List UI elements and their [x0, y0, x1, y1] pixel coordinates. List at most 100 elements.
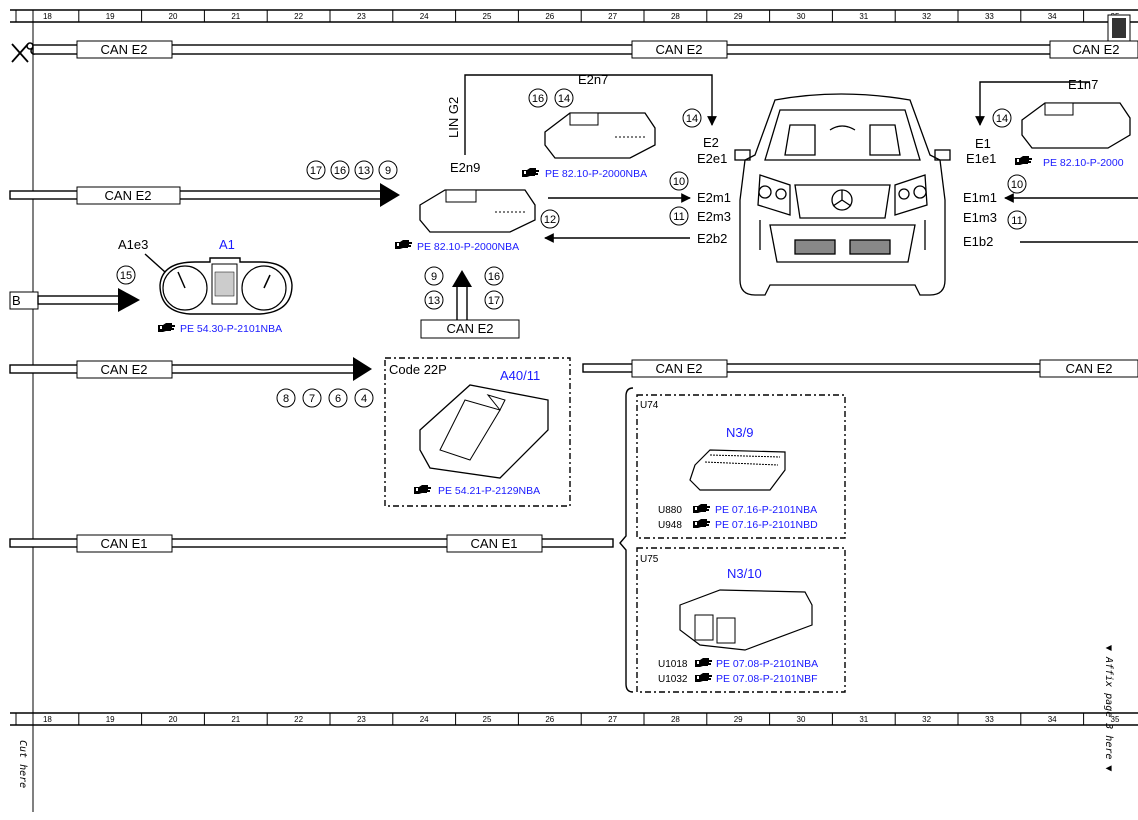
ruler-column-label: 23	[357, 715, 366, 724]
e1-signal-lines: E1n7	[975, 77, 1138, 243]
svg-text:14: 14	[686, 113, 698, 125]
pointing-hand-icon	[695, 673, 712, 682]
e1-pin-labels: E1 E1e1 E1m1 E1m3 E1b2	[963, 136, 997, 249]
pointing-hand-icon	[693, 519, 710, 528]
svg-text:U75: U75	[640, 554, 659, 565]
can-e2-vertical: CAN E2	[420, 270, 520, 339]
svg-text:10: 10	[1011, 179, 1023, 191]
bracket	[619, 387, 634, 693]
svg-text:E2m1: E2m1	[697, 190, 731, 205]
ruler-column-label: 19	[106, 12, 115, 21]
svg-text:12: 12	[544, 214, 556, 226]
svg-text:15: 15	[120, 270, 132, 282]
circle-group-e2-right: 10 11 12	[540, 171, 689, 229]
e2n7-ref[interactable]: PE 82.10-P-2000NBA	[522, 168, 647, 180]
svg-text:4: 4	[361, 393, 367, 405]
ruler-column-label: 20	[169, 715, 178, 724]
instrument-cluster-a1: A1e3 A1	[118, 237, 293, 315]
lin-g2-line: LIN G2 E2n7	[446, 72, 717, 155]
can-e2-label: CAN E2	[101, 42, 148, 57]
pointing-hand-icon	[522, 168, 539, 177]
ruler-column-label: 19	[106, 715, 115, 724]
svg-text:CAN E2: CAN E2	[1066, 361, 1113, 376]
svg-text:PE 82.10-P-2000NBA: PE 82.10-P-2000NBA	[417, 241, 519, 253]
pointing-hand-icon	[395, 240, 412, 249]
svg-text:9: 9	[431, 271, 437, 283]
a1-ref[interactable]: PE 54.30-P-2101NBA	[158, 323, 282, 335]
n3-10-box: U75 N3/10	[636, 547, 846, 693]
svg-text:E1n7: E1n7	[1068, 77, 1098, 92]
pointing-hand-icon	[158, 323, 175, 332]
svg-text:PE 54.30-P-2101NBA: PE 54.30-P-2101NBA	[180, 323, 282, 335]
svg-text:U1018: U1018	[658, 659, 688, 670]
svg-text:16: 16	[334, 165, 346, 177]
ruler-column-label: 18	[43, 12, 52, 21]
e2n7-module	[544, 112, 656, 159]
ruler-column-label: 25	[483, 715, 492, 724]
ruler-column-label: 30	[797, 715, 806, 724]
ruler-column-label: 28	[671, 12, 680, 21]
a40-11-ref[interactable]: PE 54.21-P-2129NBA	[414, 485, 540, 497]
svg-text:11: 11	[1011, 215, 1022, 227]
svg-text:N3/10: N3/10	[727, 566, 762, 581]
car-front-view	[734, 93, 951, 296]
cut-here-label: Cut here	[17, 740, 28, 788]
svg-text:17: 17	[488, 295, 500, 307]
svg-text:13: 13	[428, 295, 440, 307]
ruler-column-label: 29	[734, 715, 743, 724]
n3-9-box: U74 N3/9	[636, 394, 846, 539]
svg-text:CAN E1: CAN E1	[471, 536, 518, 551]
svg-text:E2m3: E2m3	[697, 209, 731, 224]
a1e3-label: A1e3	[118, 237, 148, 252]
svg-text:E2e1: E2e1	[697, 151, 727, 166]
a40-11-box: Code 22P A40/11	[384, 357, 571, 507]
code22p-label: Code 22P	[389, 362, 447, 377]
can-e2-top-bus: CAN E2 CAN E2 CAN E2	[32, 40, 1138, 59]
svg-text:14: 14	[558, 93, 570, 105]
affix-label: ▼ Affix page 3 here ▼	[1103, 645, 1114, 771]
ruler-column-label: 26	[545, 715, 554, 724]
e2n9-module: E2n9	[419, 160, 536, 233]
svg-text:U74: U74	[640, 400, 659, 411]
ruler-column-label: 20	[169, 12, 178, 21]
ruler-column-label: 30	[797, 12, 806, 21]
svg-text:U1032: U1032	[658, 674, 688, 685]
ruler-column-label: 18	[43, 715, 52, 724]
n3-10-refs[interactable]: U1018 PE 07.08-P-2101NBA U1032 PE 07.08-…	[658, 658, 818, 685]
e2n9-ref[interactable]: PE 82.10-P-2000NBA	[395, 240, 519, 253]
svg-text:U880: U880	[658, 505, 682, 516]
circle-15: 15	[116, 265, 136, 285]
a1-label: A1	[219, 237, 235, 252]
svg-text:E1m3: E1m3	[963, 210, 997, 225]
svg-text:8: 8	[283, 393, 289, 405]
svg-text:17: 17	[310, 165, 322, 177]
svg-text:CAN E1: CAN E1	[101, 536, 148, 551]
ruler-column-label: 35	[1111, 715, 1120, 724]
can-e2-mid-bus: CAN E2 CAN E2	[582, 359, 1138, 378]
ruler-column-label: 27	[608, 12, 617, 21]
ruler-column-label: 29	[734, 12, 743, 21]
ruler-column-label: 33	[985, 12, 994, 21]
svg-text:10: 10	[673, 176, 685, 188]
ruler-column-label: 22	[294, 12, 303, 21]
circle-group-8-7-6-4: 8 7 6 4	[276, 388, 374, 408]
e2n9-label: E2n9	[450, 160, 480, 175]
svg-text:7: 7	[309, 393, 315, 405]
ruler-column-label: 28	[671, 715, 680, 724]
svg-text:E2n7: E2n7	[578, 72, 608, 87]
page-corner-icon	[1107, 14, 1131, 42]
svg-text:16: 16	[532, 93, 544, 105]
svg-text:CAN E2: CAN E2	[656, 361, 703, 376]
circle-group-16-14: 16 14 14	[528, 88, 702, 128]
b-line: B	[9, 288, 140, 312]
ruler-column-label: 24	[420, 715, 429, 724]
n3-9-refs[interactable]: U880 PE 07.16-P-2101NBA U948 PE 07.16-P-…	[658, 504, 818, 531]
ruler-column-label: 21	[231, 715, 240, 724]
svg-text:6: 6	[335, 393, 341, 405]
e1n7-ref[interactable]: PE 82.10-P-2000	[1015, 156, 1124, 169]
circle-group-vertical: 9 13 16 17	[424, 266, 504, 310]
svg-text:PE 54.21-P-2129NBA: PE 54.21-P-2129NBA	[438, 485, 540, 497]
pointing-hand-icon	[1015, 156, 1032, 165]
